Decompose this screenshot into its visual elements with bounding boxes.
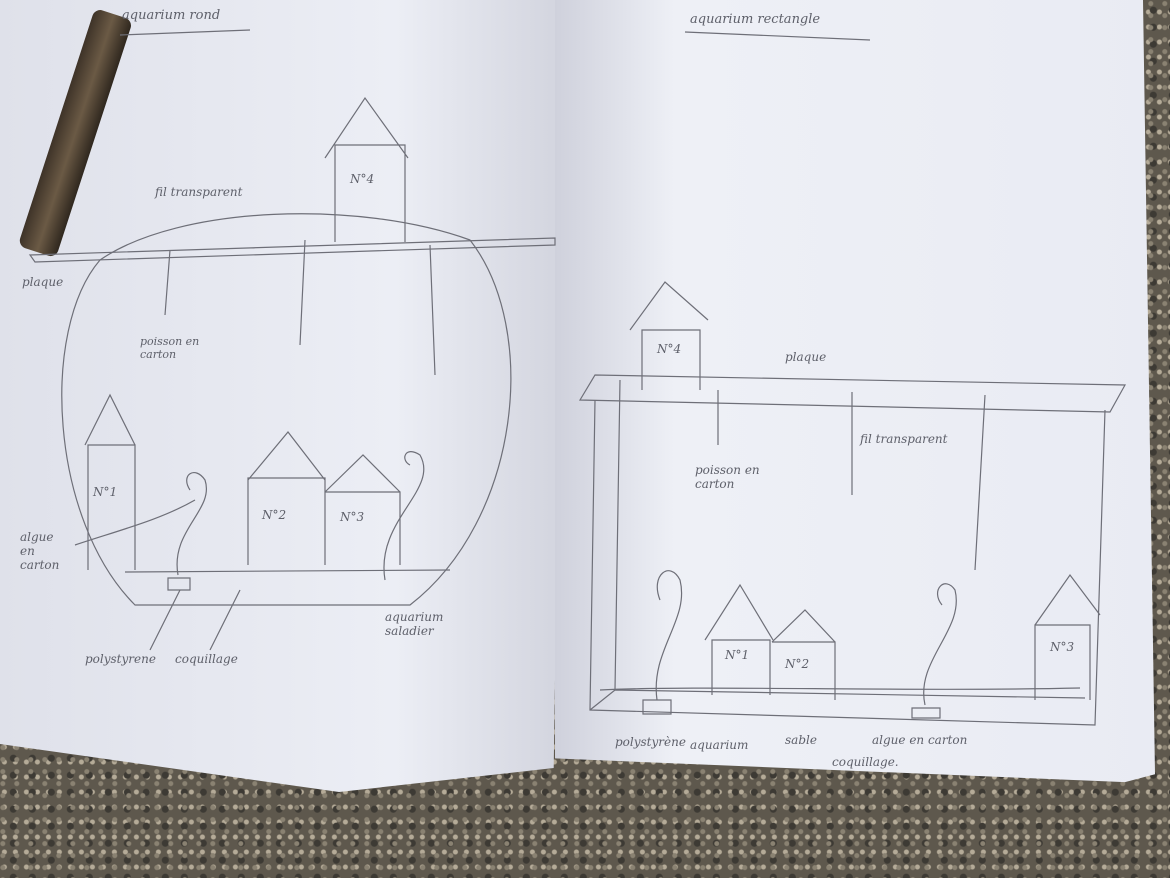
title-underline [684,31,871,41]
label-house-4: N°4 [350,172,375,186]
house-4 [324,96,409,242]
plate [28,237,556,263]
label-house-4-right: N°4 [657,342,682,356]
label-wire: fil transparent [155,185,243,199]
seaweed-left [655,570,683,701]
house-4 [629,281,709,390]
house-1 [84,393,136,570]
bowl-outline [61,213,512,606]
round-aquarium-drawing [28,29,556,651]
label-polystyrene: polystyrene [85,652,156,666]
label-shell-right: coquillage. [832,755,899,769]
leader-lines [74,499,241,651]
label-house-3: N°3 [340,510,365,524]
right-notebook-page [555,0,1155,783]
seaweed-left [176,472,208,576]
label-fish: poisson en carton [140,335,200,361]
label-house-1: N°1 [93,485,118,499]
house-3 [1034,573,1101,700]
right-title: aquarium rectangle [690,12,821,27]
fish-wires [717,390,986,571]
label-house-3-right: N°3 [1050,640,1075,654]
house-2 [247,431,326,565]
plate [578,374,1127,413]
polystyrene-block [642,699,941,719]
house-3 [324,454,401,565]
left-title: aquarium rond [122,8,221,23]
label-house-2: N°2 [262,508,287,522]
house-2 [771,609,836,700]
fish-wires [164,239,436,376]
label-plate-right: plaque [785,350,827,364]
label-wire-right: fil transparent [860,432,948,446]
house-1 [704,583,774,695]
label-house-2-right: N°2 [785,657,810,671]
label-seaweed-right: algue en carton [872,733,968,747]
label-plate: plaque [22,275,64,289]
label-polystyrene-right: polystyrène [615,735,686,749]
label-shell: coquillage [175,652,238,666]
label-aquarium-right: aquarium [690,738,749,752]
label-seaweed: algue en carton [20,530,60,572]
label-house-1-right: N°1 [725,648,750,662]
title-underline [119,29,251,36]
label-aquarium: aquarium saladier [385,610,444,638]
label-sand: sable [785,733,817,747]
label-fish-right: poisson en carton [695,463,760,491]
seaweed-right [923,583,957,706]
sand-line [124,569,451,573]
polystyrene-block [167,577,191,591]
sand-line [599,687,1081,691]
tank [589,379,1106,726]
rectangle-aquarium-drawing [578,31,1127,726]
seaweed-right [383,451,425,581]
